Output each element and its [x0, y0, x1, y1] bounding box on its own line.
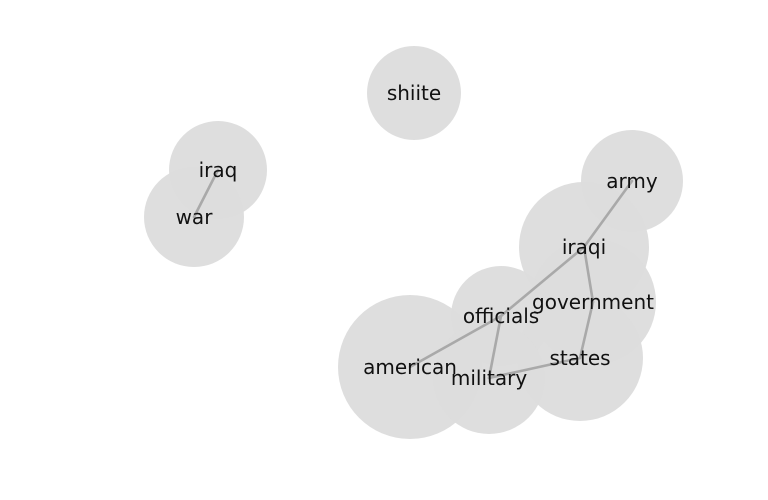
node-label-war: war — [176, 205, 214, 229]
node-label-iraqi: iraqi — [562, 235, 606, 259]
node-label-government: government — [532, 290, 654, 314]
edge-iraqi-officials — [499, 245, 586, 318]
node-label-shiite: shiite — [387, 81, 441, 105]
node-label-army: army — [606, 169, 658, 193]
node-labels: shiite iraq war army iraqi governmentofficial… — [176, 81, 658, 390]
edge-iraqi-government — [582, 245, 595, 304]
edge-army-iraqi — [582, 179, 634, 249]
node-circle-shiite — [367, 46, 461, 140]
edge-officials-american — [408, 314, 503, 369]
edge-military-states — [487, 356, 582, 380]
edges — [192, 168, 634, 380]
node-label-states: states — [549, 346, 610, 370]
edge-officials-military — [487, 314, 503, 380]
node-label-iraq: iraq — [199, 158, 238, 182]
edge-government-states — [578, 300, 595, 360]
node-label-american: american — [363, 355, 457, 379]
node-label-officials: officials — [463, 304, 539, 328]
edge-iraq-war — [192, 168, 220, 219]
node-label-military: military — [451, 366, 527, 390]
